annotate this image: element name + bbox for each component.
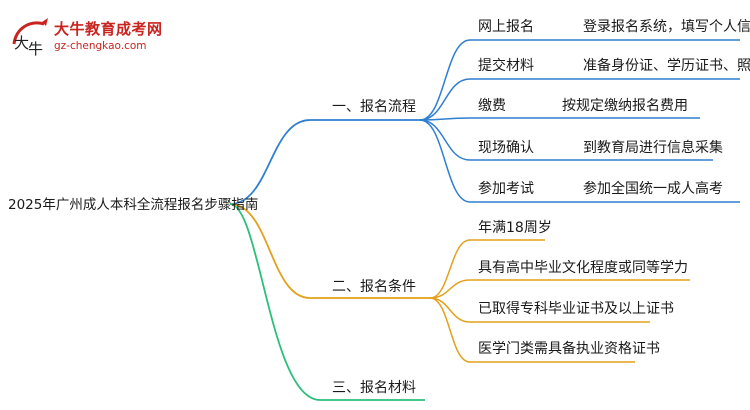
condition-item: 已取得专科毕业证书及以上证书 xyxy=(478,301,674,317)
mindmap-root: 2025年广州成人本科全流程报名步骤指南 xyxy=(8,197,259,213)
logo-name: 大牛教育成考网 xyxy=(54,20,163,38)
condition-item: 年满18周岁 xyxy=(478,220,552,236)
site-logo: 大 牛 大牛教育成考网 gz-chengkao.com xyxy=(8,14,168,60)
branch-label-materials: 三、报名材料 xyxy=(332,380,416,396)
process-step-detail: 参加全国统一成人高考 xyxy=(583,181,723,197)
bull-logo-icon: 大 牛 xyxy=(12,18,48,58)
process-step-label: 现场确认 xyxy=(478,140,534,156)
process-step-detail: 登录报名系统，填写个人信息 xyxy=(583,19,750,35)
condition-item: 医学门类需具备执业资格证书 xyxy=(478,341,660,357)
svg-text:牛: 牛 xyxy=(28,40,43,58)
process-step-detail: 准备身份证、学历证书、照片 xyxy=(583,58,750,74)
process-step-label: 网上报名 xyxy=(478,19,534,35)
process-step-label: 参加考试 xyxy=(478,181,534,197)
process-step-detail: 按规定缴纳报名费用 xyxy=(562,98,688,114)
connector-branch-3 xyxy=(229,203,425,401)
logo-url: gz-chengkao.com xyxy=(54,40,147,52)
process-step-label: 缴费 xyxy=(478,98,506,114)
process-step-label: 提交材料 xyxy=(478,58,534,74)
connector-branch-1 xyxy=(229,119,420,205)
branch-label-conditions: 二、报名条件 xyxy=(332,279,416,295)
process-step-detail: 到教育局进行信息采集 xyxy=(583,140,723,156)
svg-text:大: 大 xyxy=(14,34,29,52)
condition-item: 具有高中毕业文化程度或同等学力 xyxy=(478,260,688,276)
branch-label-process: 一、报名流程 xyxy=(332,99,416,115)
connector-branch-2 xyxy=(229,203,430,299)
